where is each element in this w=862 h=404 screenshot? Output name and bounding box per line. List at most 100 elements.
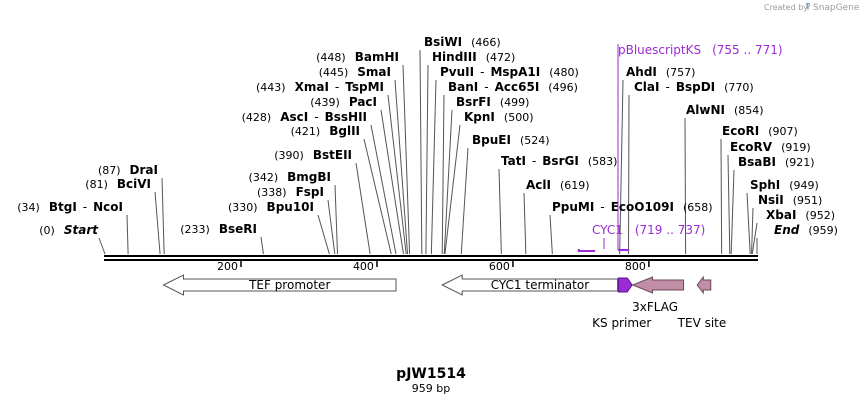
site-label-acli[interactable]: AclI(619) (526, 178, 590, 192)
primer-cyc1[interactable]: CYC1(719 .. 737) (592, 223, 705, 237)
snapgene-credit: Created by SnapGene (764, 3, 860, 13)
site-btgi-part-3: NcoI (93, 200, 123, 214)
site-label-tati[interactable]: TatI-BsrGI(583) (501, 154, 617, 168)
site-label-paci[interactable]: (439)PacI (310, 95, 377, 109)
site-label-bmgbi[interactable]: (342)BmgBI (249, 170, 331, 184)
site-label-bsrfi[interactable]: BsrFI(499) (456, 95, 529, 109)
site-bsteii-part-0: (390) (274, 149, 304, 162)
site-xmai-part-2: - (335, 80, 339, 94)
site-label-btgi[interactable]: (34)BtgI-NcoI (17, 200, 123, 214)
backbone-bottom-strand (104, 259, 758, 261)
site-label-ecorv[interactable]: EcoRV(919) (730, 140, 811, 154)
site-label-xmai[interactable]: (443)XmaI-TspMI (256, 80, 384, 94)
site-leader-bsabi (730, 169, 735, 255)
site-label-bsabi[interactable]: BsaBI(921) (738, 155, 815, 169)
site-bsabi-part-1: (921) (785, 156, 815, 169)
site-bamhi-part-1: BamHI (355, 50, 399, 64)
site-label-sphi[interactable]: SphI(949) (750, 178, 819, 192)
feature-tef-promoter-label: TEF promoter (248, 278, 330, 292)
site-label-ecori[interactable]: EcoRI(907) (722, 124, 798, 138)
site-xbai-part-0: XbaI (766, 208, 796, 222)
feature-3xflag-label: 3xFLAG (632, 300, 678, 314)
site-label-bglii[interactable]: (421)BglII (291, 124, 360, 138)
site-leader-kpni (444, 124, 461, 255)
site-bsiwi-part-1: (466) (471, 36, 501, 49)
site-bpuei-part-1: (524) (520, 134, 550, 147)
site-paci-part-0: (439) (310, 96, 340, 109)
site-label-bani[interactable]: BanI-Acc65I(496) (448, 80, 578, 94)
site-label-hindiii[interactable]: HindIII(472) (432, 50, 515, 64)
site-label-start[interactable]: (0)Start (39, 223, 99, 237)
site-bmgbi-part-0: (342) (249, 171, 279, 184)
site-label-nsii[interactable]: NsiI(951) (758, 193, 822, 207)
site-bpuei-part-0: BpuEI (472, 133, 511, 147)
site-leader-bglii (363, 138, 392, 255)
dna-backbone (104, 255, 758, 261)
site-bani-part-0: BanI (448, 80, 478, 94)
feature-tev-site-label: TEV site (677, 316, 727, 330)
ruler-tick-label-800: 800 (625, 260, 646, 273)
site-asci-part-2: - (314, 110, 318, 124)
site-label-end[interactable]: End(959) (774, 223, 838, 237)
site-xbai-part-1: (952) (805, 209, 835, 222)
site-label-bseri[interactable]: (233)BseRI (180, 222, 257, 236)
primer-pbluescriptks[interactable]: pBluescriptKS(755 .. 771) (618, 43, 783, 57)
feature-ks-primer[interactable]: KS primer (592, 277, 651, 330)
site-acli-part-0: AclI (526, 178, 551, 192)
plasmid-size: 959 bp (412, 382, 450, 395)
feature-cyc1-terminator[interactable]: CYC1 terminator (441, 274, 619, 296)
site-label-fspi[interactable]: (338)FspI (257, 185, 324, 199)
site-ecorv-part-1: (919) (781, 141, 811, 154)
site-label-kpni[interactable]: KpnI(500) (464, 110, 534, 124)
site-leader-btgi (126, 214, 129, 255)
credit-brand: SnapGene (813, 3, 860, 13)
site-ecori-part-0: EcoRI (722, 124, 759, 138)
site-bcivi-part-1: BciVI (117, 177, 151, 191)
feature-3xflag[interactable]: 3xFLAG (631, 276, 685, 314)
map-title-block: pJW1514 959 bp (396, 366, 466, 395)
site-pvuii-part-3: (480) (549, 66, 579, 79)
site-leader-bcivi (154, 191, 161, 255)
site-bpu10i-part-0: (330) (228, 201, 258, 214)
site-label-smai[interactable]: (445)SmaI (319, 65, 391, 79)
site-label-bsiwi[interactable]: BsiWI(466) (424, 35, 501, 49)
site-clai-part-0: ClaI (634, 80, 659, 94)
backbone-top-strand (104, 255, 758, 257)
site-bsteii-part-1: BstEII (313, 148, 352, 162)
site-end-part-1: (959) (808, 224, 838, 237)
site-label-ppumi[interactable]: PpuMI-EcoO109I(658) (552, 200, 713, 214)
site-label-bcivi[interactable]: (81) BciVI (85, 177, 151, 191)
site-leader-hindiii (425, 64, 429, 255)
feature-tef-promoter[interactable]: TEF promoter (162, 274, 397, 296)
site-label-alwni[interactable]: AlwNI(854) (686, 103, 764, 117)
site-leader-nsii (751, 207, 754, 255)
plasmid-name: pJW1514 (396, 366, 466, 382)
site-label-asci[interactable]: (428)AscI-BssHII (242, 110, 367, 124)
feature-tev-site[interactable]: TEV site (677, 275, 727, 330)
site-leader-smai (394, 79, 409, 255)
site-label-clai[interactable]: ClaI-BspDI(770) (634, 80, 754, 94)
site-label-xbai[interactable]: XbaI (952) (766, 208, 835, 222)
site-label-drai[interactable]: (87)DraI (98, 163, 158, 177)
site-clai-part-2: BspDI (676, 80, 715, 94)
site-drai-part-1: DraI (130, 163, 158, 177)
site-bamhi-part-0: (448) (316, 51, 346, 64)
site-leader-start (98, 237, 106, 255)
site-bseri-part-1: BseRI (219, 222, 257, 236)
site-leader-bmgbi (334, 184, 339, 255)
site-label-ahdi[interactable]: AhdI(757) (626, 65, 695, 79)
primer-annotations: pBluescriptKS(755 .. 771) CYC1(719 .. 73… (577, 43, 783, 252)
site-label-bsteii[interactable]: (390) BstEII (274, 148, 352, 162)
site-start-part-0: (0) (39, 224, 55, 237)
site-label-bamhi[interactable]: (448) BamHI (316, 50, 399, 64)
site-label-pvuii[interactable]: PvuII-MspA1I(480) (440, 65, 579, 79)
site-bcivi-part-0: (81) (85, 178, 108, 191)
site-label-bpu10i[interactable]: (330)Bpu10I (228, 200, 314, 214)
site-smai-part-0: (445) (319, 66, 349, 79)
primer-pbluescriptks-name: pBluescriptKS (618, 43, 701, 57)
site-label-bpuei[interactable]: BpuEI (524) (472, 133, 550, 147)
feature-tef-promoter-arrow (162, 274, 397, 296)
site-bglii-part-0: (421) (291, 125, 321, 138)
